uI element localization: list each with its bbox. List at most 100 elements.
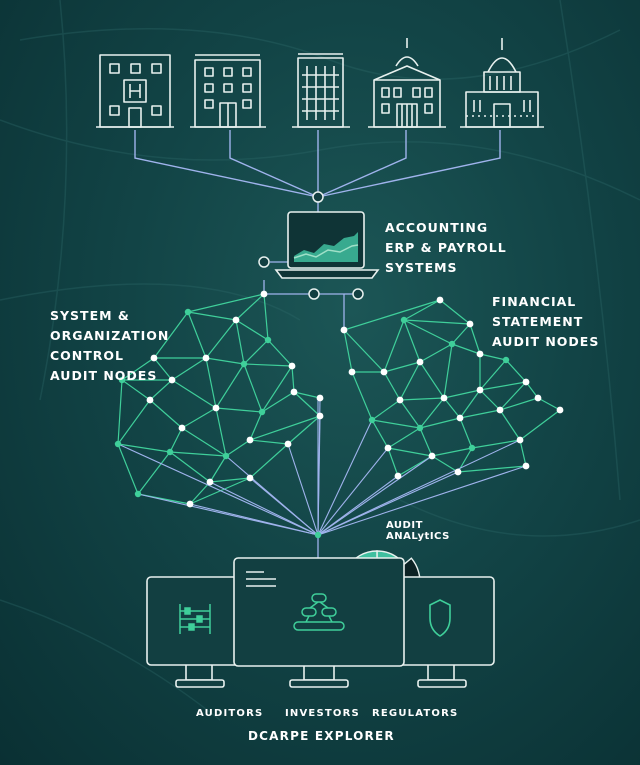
- mesh-link: [153, 357, 173, 381]
- audit-node: [290, 388, 298, 396]
- mesh-link: [149, 379, 173, 401]
- mesh-link: [291, 365, 295, 393]
- audit-node: [440, 394, 448, 402]
- audit-node: [468, 444, 476, 452]
- mesh-link: [519, 409, 561, 441]
- audit-node: [384, 444, 392, 452]
- mesh-link: [287, 415, 321, 445]
- explorer-fan-line: [225, 455, 319, 536]
- mesh-link: [499, 381, 527, 411]
- mesh-link: [403, 319, 421, 363]
- mesh-link: [181, 427, 227, 457]
- background-grid: [0, 0, 640, 721]
- mesh-link: [181, 407, 217, 429]
- building-connectors: [134, 130, 501, 212]
- mesh-link: [243, 339, 269, 365]
- mesh-link: [121, 357, 155, 381]
- apartment-building-icon: [190, 54, 266, 128]
- explorer-fan-lines: [117, 397, 527, 572]
- regulators-monitor: [387, 576, 495, 688]
- audit-node: [340, 326, 348, 334]
- mesh-link: [249, 415, 321, 441]
- audit-analytics-label: AUDIT ANALytICS: [386, 520, 450, 542]
- investors-monitor: [233, 557, 405, 688]
- mesh-link: [431, 455, 459, 473]
- audit-node: [212, 404, 220, 412]
- mesh-link: [169, 451, 227, 457]
- audit-node: [246, 474, 254, 482]
- mesh-link: [243, 363, 293, 367]
- mesh-link: [189, 481, 211, 505]
- financial-statement-label: FINANCIAL STATEMENT AUDIT NODES: [492, 294, 600, 349]
- audit-node: [202, 354, 210, 362]
- mesh-link: [153, 311, 189, 359]
- audit-node: [448, 340, 456, 348]
- mesh-link: [459, 409, 501, 419]
- mesh-link: [459, 389, 481, 419]
- audit-node: [118, 376, 126, 384]
- mesh-link: [225, 439, 251, 457]
- mesh-link: [249, 439, 289, 445]
- mesh-link: [479, 389, 501, 411]
- mesh-link: [419, 427, 433, 457]
- mesh-link: [215, 363, 245, 409]
- audit-node: [454, 468, 462, 476]
- shield-icon: [429, 599, 451, 637]
- laptop-chart-icon: [274, 211, 380, 279]
- explorer-fan-line: [117, 443, 319, 536]
- mesh-link: [351, 371, 373, 421]
- explorer-fan-line: [317, 447, 389, 536]
- mesh-link: [443, 343, 453, 399]
- auditors-label: AUDITORS: [196, 708, 264, 719]
- hierarchy-network-icon: [293, 593, 345, 631]
- mesh-link: [169, 427, 183, 453]
- mesh-link: [439, 299, 471, 325]
- audit-node: [534, 394, 542, 402]
- system-organization-label: SYSTEM & ORGANIZATION CONTROL AUDIT NODE…: [50, 308, 170, 383]
- mesh-link: [403, 319, 453, 345]
- audit-node: [166, 448, 174, 456]
- mesh-link: [387, 447, 433, 457]
- mesh-link: [371, 399, 401, 421]
- building-connector-line: [317, 130, 407, 198]
- audit-node: [436, 296, 444, 304]
- regulators-label: REGULATORS: [372, 708, 459, 719]
- system-organization-mesh: [117, 293, 321, 505]
- mesh-link: [205, 319, 237, 359]
- audit-node: [232, 316, 240, 324]
- mesh-link: [169, 451, 211, 483]
- audit-node: [178, 424, 186, 432]
- accounting-label: ACCOUNTING ERP & PAYROLL SYSTEMS: [385, 220, 507, 275]
- audit-node: [206, 478, 214, 486]
- explorer-fan-line: [317, 455, 433, 536]
- mesh-link: [383, 361, 421, 373]
- audit-node: [222, 452, 230, 460]
- mesh-link: [261, 391, 295, 413]
- mesh-link: [171, 379, 217, 409]
- audit-node: [134, 490, 142, 498]
- mesh-link: [235, 319, 269, 341]
- mesh-link: [293, 391, 321, 417]
- mesh-link: [383, 371, 401, 401]
- monitor-text-lines: [246, 571, 276, 587]
- audit-node: [522, 378, 530, 386]
- mesh-link: [137, 451, 171, 495]
- mesh-link: [479, 381, 527, 391]
- mesh-link: [457, 465, 527, 473]
- audit-node: [284, 440, 292, 448]
- mesh-link: [343, 329, 385, 373]
- audit-node: [476, 350, 484, 358]
- mesh-link: [471, 439, 521, 449]
- building-connector-line: [134, 130, 319, 198]
- mesh-link: [383, 319, 405, 373]
- mesh-link: [459, 417, 473, 449]
- abacus-icon: [179, 604, 211, 634]
- mesh-link: [419, 417, 461, 429]
- mesh-link: [249, 443, 289, 479]
- mesh-link: [469, 323, 481, 355]
- mesh-link: [209, 477, 251, 483]
- mesh-link: [343, 299, 441, 331]
- explorer-title: DCARPE EXPLORER: [248, 729, 395, 743]
- mesh-link: [387, 447, 399, 477]
